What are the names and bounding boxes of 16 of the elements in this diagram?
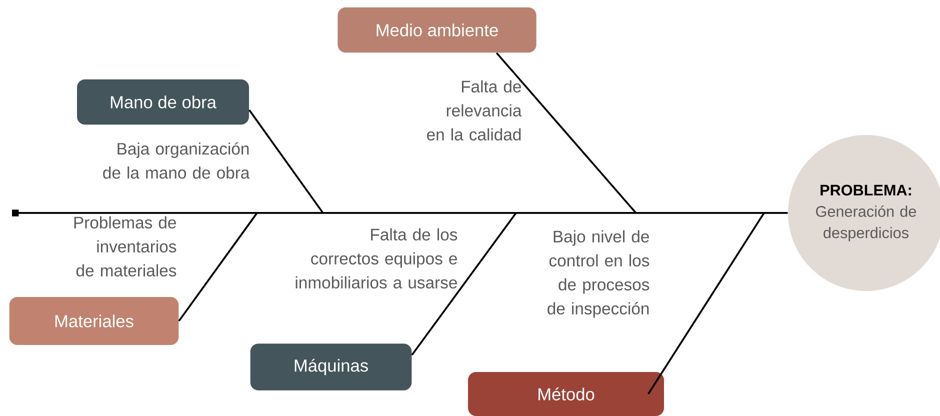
- branch-line: [647, 212, 765, 394]
- category-box: Máquinas: [250, 344, 412, 390]
- branch-line: [248, 109, 324, 214]
- cause-text: Falta de los correctos equipos e inmobiliarios a usarse: [296, 228, 458, 288]
- spine-line: [12, 210, 788, 216]
- branch-line: [411, 212, 517, 356]
- category-box: Mano de obra: [77, 79, 249, 125]
- cause-text: Falta de relevancia en la calidad: [427, 80, 522, 140]
- branch-line: [496, 52, 637, 214]
- category-box: Materiales: [9, 297, 179, 345]
- cause-text: Baja organización de la mano de obra: [103, 142, 250, 179]
- branch-line: [178, 212, 258, 322]
- category-box: Medio ambiente: [338, 7, 536, 53]
- category-box: Método: [468, 372, 664, 416]
- cause-text: Problemas de inventarios de materiales: [74, 216, 176, 276]
- cause-text: Bajo nivel de control en los de procesos de inspección: [548, 230, 650, 318]
